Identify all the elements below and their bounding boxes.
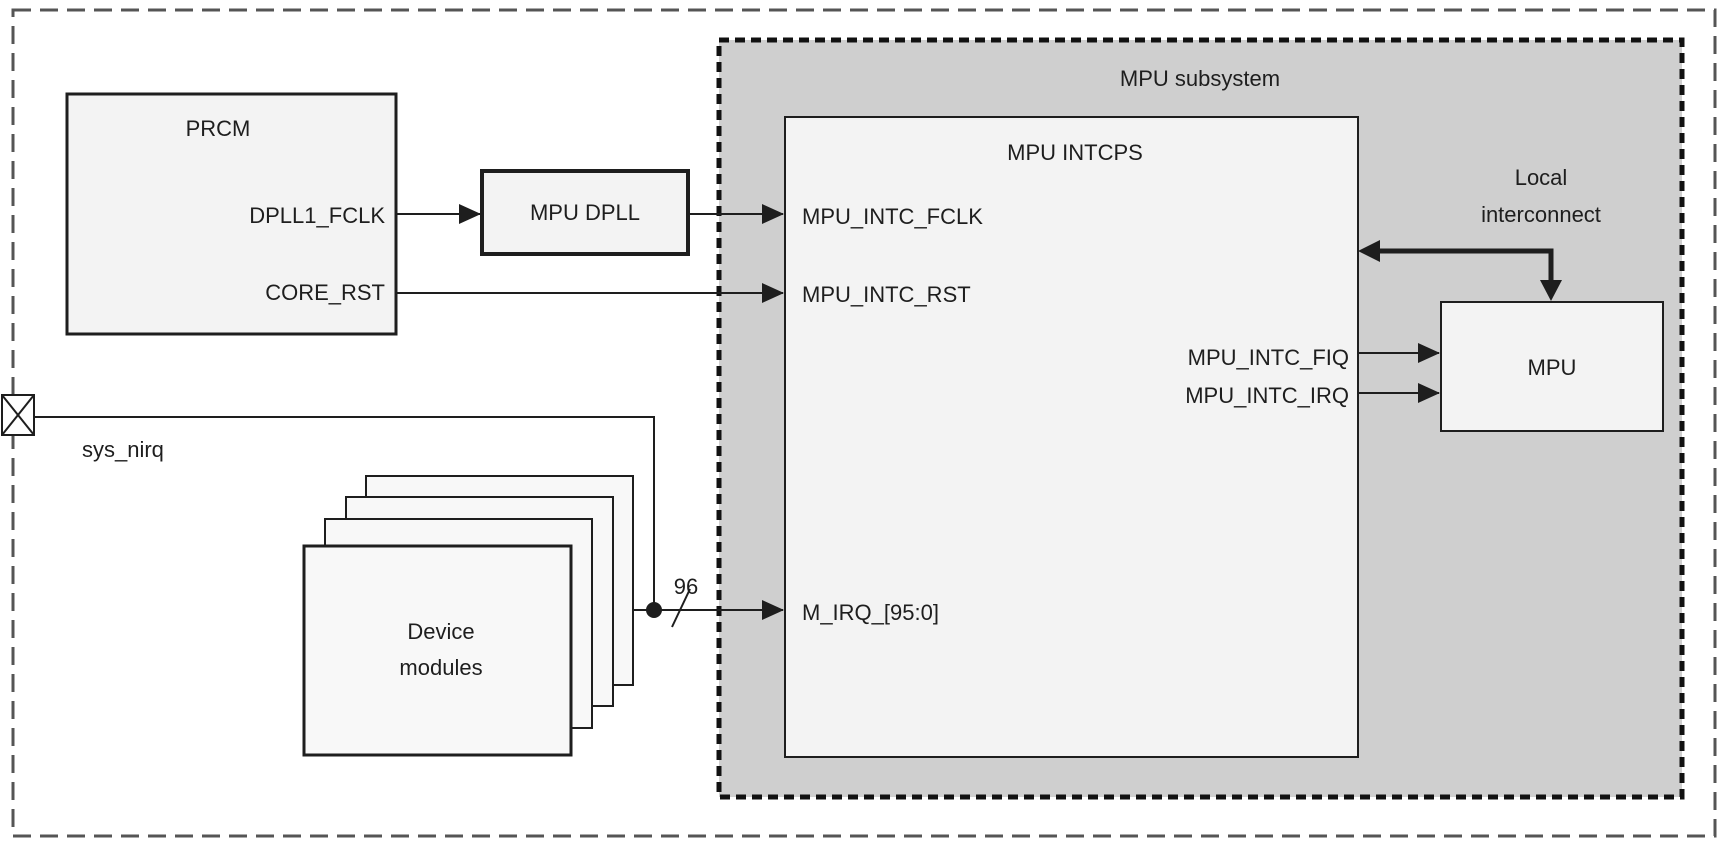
mpu-label: MPU — [1528, 355, 1577, 380]
mpu-block — [1440, 301, 1664, 432]
mpu-intc-fclk-label: MPU_INTC_FCLK — [802, 204, 983, 229]
local-interconnect-label-line1: Local — [1515, 165, 1568, 190]
sys-nirq-wire — [34, 416, 655, 610]
mpu-subsystem-label: MPU subsystem — [1120, 66, 1280, 91]
mpu-intcps-block — [784, 116, 1359, 758]
local-interconnect-link — [1358, 240, 1562, 301]
device-boundary — [11, 8, 1717, 838]
dpll1-fclk-label: DPLL1_FCLK — [249, 203, 385, 228]
mpu-intc-fiq-label: MPU_INTC_FIQ — [1188, 345, 1349, 370]
bus-width-slash — [671, 588, 691, 628]
core-rst-label: CORE_RST — [265, 280, 385, 305]
sys-nirq-label: sys_nirq — [82, 437, 164, 462]
mpu-intc-irq-label: MPU_INTC_IRQ — [1185, 383, 1349, 408]
prcm-label: PRCM — [186, 116, 251, 141]
mpu-dpll-block — [480, 169, 690, 256]
device-modules-label-line2: modules — [399, 655, 482, 680]
bus-junction-dot — [646, 602, 662, 618]
m-irq-label: M_IRQ_[95:0] — [802, 600, 939, 625]
local-interconnect-label-line2: interconnect — [1481, 202, 1601, 227]
mpu-dpll-label: MPU DPLL — [530, 200, 640, 225]
sys-nirq-pad — [1, 394, 35, 436]
mpu-intcps-label: MPU INTCPS — [1007, 140, 1143, 165]
device-module-layer — [302, 544, 573, 757]
bus-width-label: 96 — [674, 574, 698, 599]
mpu-intc-rst-label: MPU_INTC_RST — [802, 282, 971, 307]
device-modules-stack — [302, 475, 634, 757]
prcm-block — [65, 92, 398, 336]
device-modules-label-line1: Device — [407, 619, 474, 644]
